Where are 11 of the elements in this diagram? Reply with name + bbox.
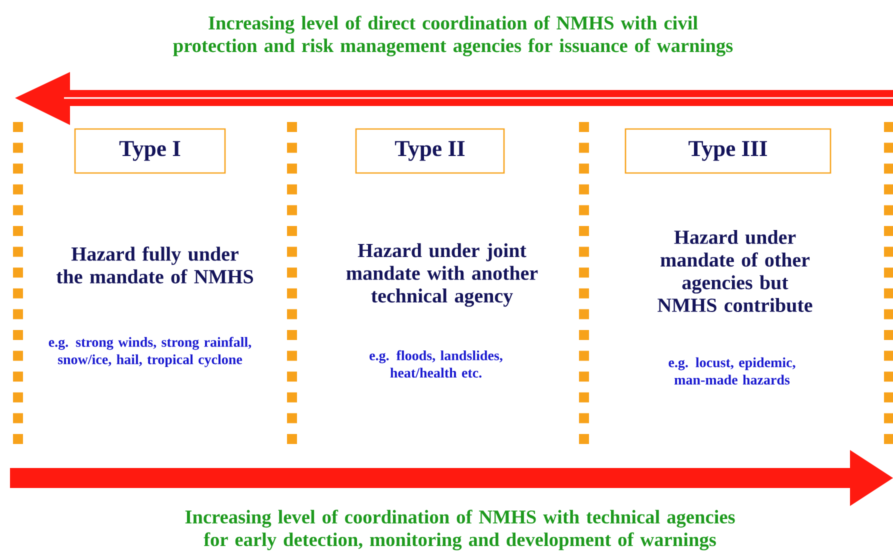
hazard-heading: Hazard fully under the mandate of NMHS: [56, 246, 253, 284]
example-text: e.g. locust, epidemic, man-made hazards: [668, 357, 796, 385]
example-text: e.g. strong winds, strong rainfall, snow/ice, hail, tropical cyclone: [48, 336, 252, 368]
type-box: Type I: [74, 128, 226, 174]
hazard-heading: Hazard under joint mandate with another technical agency: [346, 243, 538, 307]
type-box: Type III: [624, 128, 832, 174]
example-text: e.g. floods, landslides, heat/health etc.: [370, 350, 502, 378]
arrow-caption: Increasing level of direct coordination of NMHS with civil protection and risk management agencies for issuance of warnings: [173, 16, 733, 56]
hazard-heading: Hazard under mandate of other agencies but NMHS contribute: [658, 230, 812, 312]
arrow-caption: Increasing level of coordination of NMHS with technical agencies for early detection, monitoring and development of warnings: [185, 510, 735, 550]
type-box: Type II: [355, 128, 505, 174]
